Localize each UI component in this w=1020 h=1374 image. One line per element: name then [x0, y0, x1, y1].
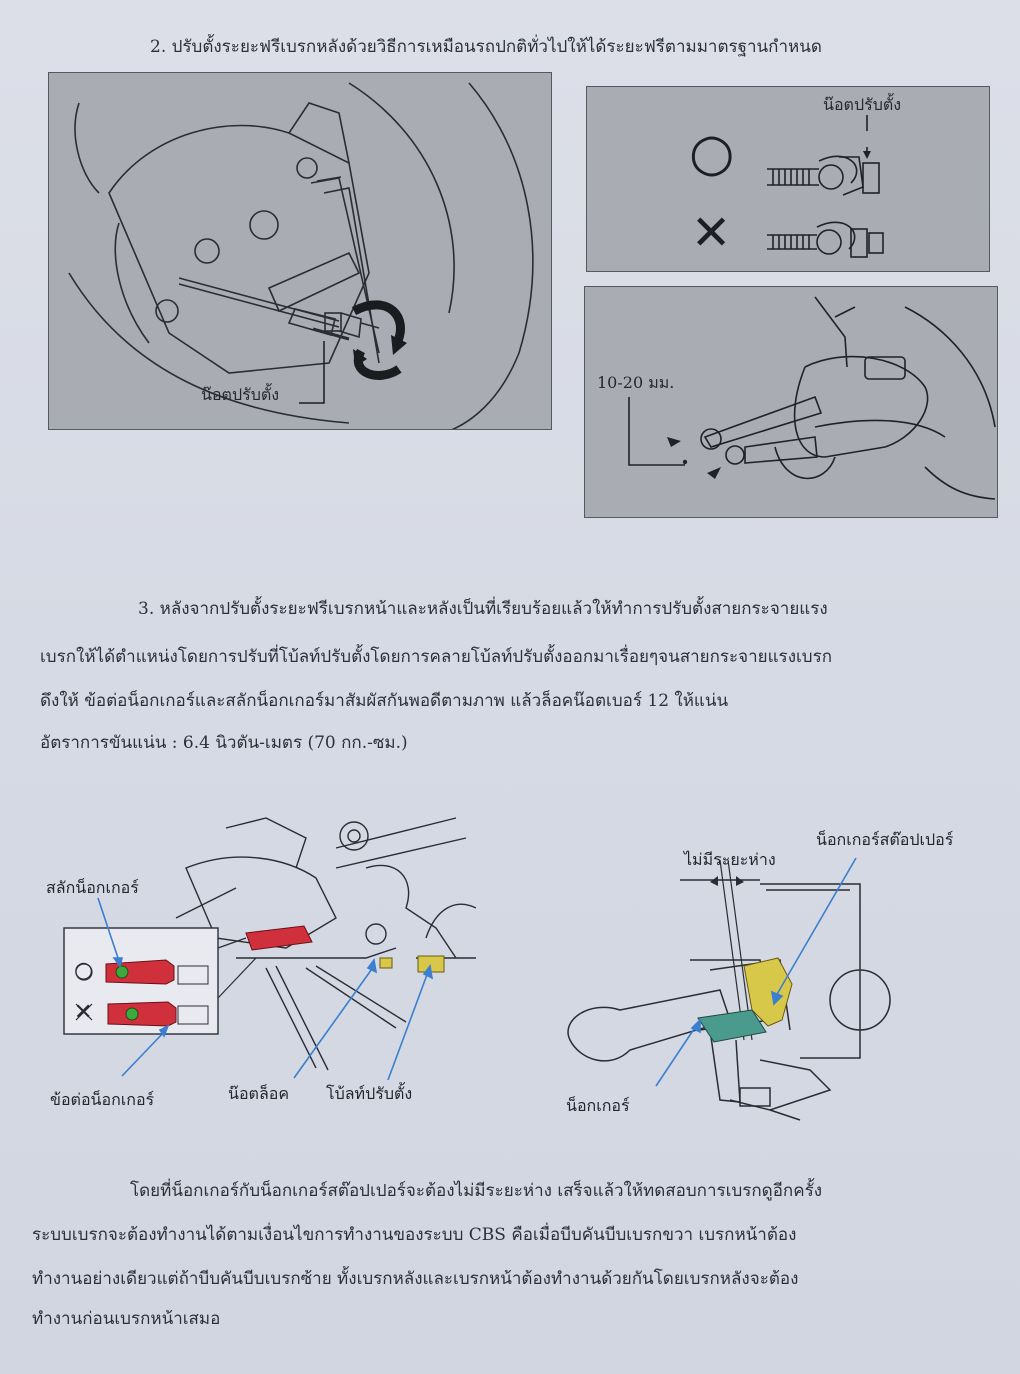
knocker-stopper-label: น็อกเกอร์สต๊อปเปอร์	[816, 830, 954, 849]
figure-nut-orientation: ○ ✕ น๊อตปรับตั้ง	[586, 86, 990, 272]
rear-brake-illustration	[68, 82, 534, 429]
left-ng-symbol: ✕	[74, 1000, 93, 1025]
conclusion-line-2: ระบบเบรกจะต้องทำงานได้ตามเงื่อนไขการทำงา…	[32, 1225, 797, 1245]
ok-symbol: ○	[689, 123, 735, 183]
step3-line-2: เบรกให้ได้ตำแหน่งโดยการปรับที่โบ้ลท์ปรับ…	[40, 647, 833, 667]
adjust-nut-label: น๊อตปรับตั้ง	[201, 385, 280, 404]
knocker-label: น็อกเกอร์	[566, 1096, 630, 1115]
lever-illustration	[628, 296, 996, 500]
knocker-joint-label: ข้อต่อน็อกเกอร์	[50, 1090, 155, 1109]
figure-cbs-adjust-left: สลักน็อกเกอร์ ○ ✕ ข้อต่อน็อกเกอร์ น๊อตล็…	[36, 808, 476, 1128]
cbs-left-illustration	[63, 817, 476, 1081]
step3-line-4: อัตราการขันแน่น : 6.4 นิวตัน-เมตร (70 กก…	[40, 733, 408, 753]
conclusion-line-4: ทำงานก่อนเบรกหน้าเสมอ	[32, 1309, 221, 1329]
nut-orientation-illustration	[767, 115, 884, 258]
conclusion-line-1: โดยที่น็อกเกอร์กับน็อกเกอร์สต๊อปเปอร์จะต…	[130, 1181, 823, 1201]
figure-lever-free-play: 10-20 มม.	[584, 286, 998, 518]
adjust-bolt-label: โบ้ลท์ปรับตั้ง	[326, 1084, 413, 1103]
lock-nut-label: น๊อตล็อค	[228, 1084, 290, 1103]
ng-symbol: ✕	[691, 205, 732, 261]
step2-heading: 2. ปรับตั้งระยะฟรีเบรกหลังด้วยวิธีการเหม…	[150, 37, 822, 57]
conclusion-line-3: ทำงานอย่างเดียวแต่ถ้าบีบคันบีบเบรกซ้าย ท…	[32, 1269, 799, 1289]
step3-line-3: ดึงให้ ข้อต่อน็อกเกอร์และสลักน็อกเกอร์มา…	[40, 691, 729, 711]
no-gap-label: ไม่มีระยะห่าง	[684, 850, 776, 869]
knocker-pin-label: สลักน็อกเกอร์	[46, 878, 139, 897]
free-play-label: 10-20 มม.	[597, 373, 675, 392]
left-ok-symbol: ○	[74, 958, 94, 983]
figure-rear-brake-adjust: น๊อตปรับตั้ง	[48, 72, 552, 430]
step3-line-1: 3. หลังจากปรับตั้งระยะฟรีเบรกหน้าและหลัง…	[138, 599, 828, 619]
adjust-nut-label-top: น๊อตปรับตั้ง	[823, 95, 902, 114]
cbs-right-illustration	[567, 857, 891, 1121]
figure-cbs-adjust-right: ไม่มีระยะห่าง น็อกเกอร์สต๊อปเปอร์ น็อกเก…	[530, 820, 980, 1130]
